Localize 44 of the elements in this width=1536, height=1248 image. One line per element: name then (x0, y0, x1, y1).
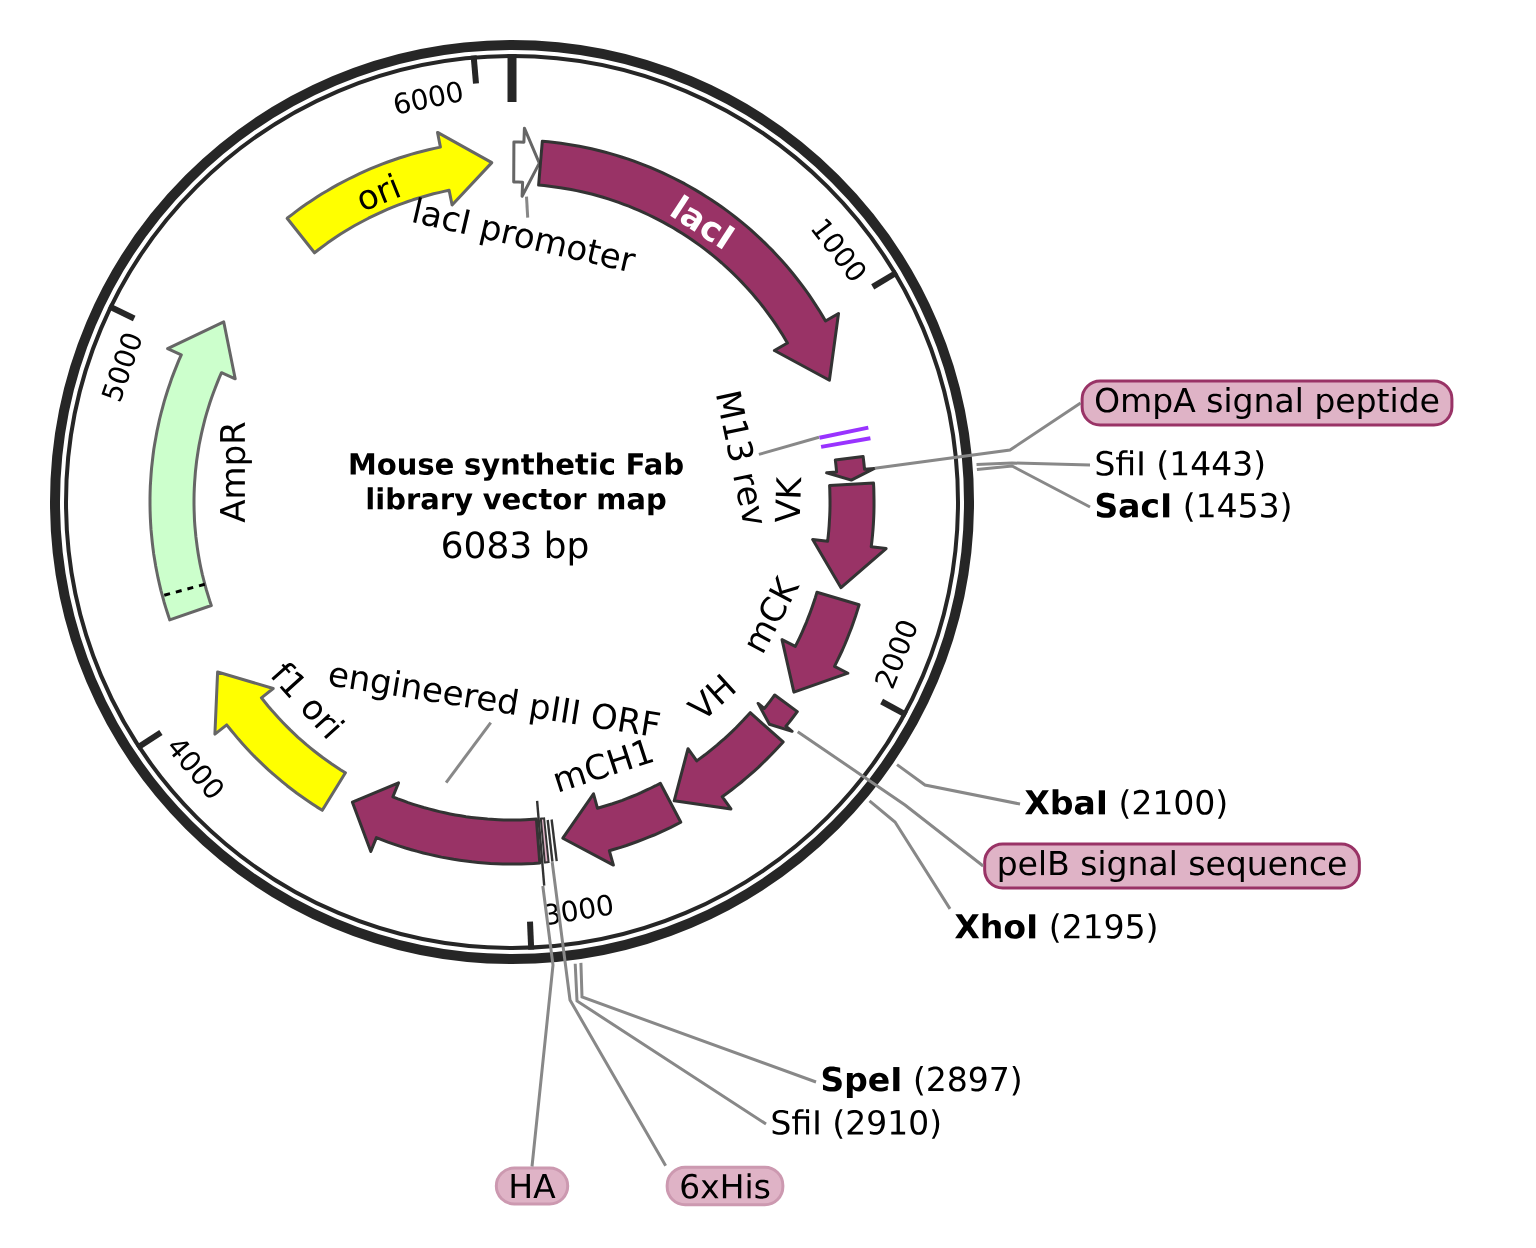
leader-line (796, 730, 985, 868)
site-label: XbaI (2100) (1025, 789, 1226, 819)
feature-tag: 6xHis (665, 1165, 785, 1207)
tick-label: 3000 (544, 894, 612, 925)
feature-segment (512, 126, 541, 198)
leader-line (530, 885, 555, 1167)
leader-line (976, 461, 1091, 467)
feature-mark (546, 819, 558, 862)
feature-label: lacI (670, 194, 736, 250)
feature-mark (535, 800, 550, 886)
feature-label: VH (685, 673, 736, 717)
leader-line (874, 401, 1082, 470)
site-label: SacI (1453) (1096, 492, 1290, 522)
feature-tag: pelB signal sequence (983, 842, 1361, 890)
feature-label: lacI promoter (413, 197, 636, 271)
leader-line (976, 464, 1091, 509)
leader-line (525, 196, 530, 218)
feature-tag: OmpA signal peptide (1080, 379, 1454, 427)
map-title: Mouse synthetic Fab library vector map (350, 452, 683, 516)
tick-label: 6000 (394, 81, 462, 114)
leader-line (896, 763, 1021, 806)
feature-label: VK (774, 476, 802, 523)
site-label: XhoI (2195) (955, 913, 1156, 943)
feature-mark (819, 425, 871, 449)
feature-label: mCK (747, 574, 800, 654)
leader-line (758, 435, 820, 456)
feature-segment (756, 693, 799, 733)
feature-segment (825, 454, 876, 482)
site-label: SfiI (2910) (772, 1109, 940, 1139)
leader-line (550, 861, 667, 1167)
leader-line (573, 963, 767, 1126)
site-label: SfiI (1443) (1096, 450, 1264, 480)
feature-label: M13 rev (716, 391, 763, 524)
feature-label: AmpR (220, 422, 252, 523)
leader-line (444, 721, 492, 784)
tick-label: 2000 (875, 621, 917, 689)
site-label: SpeI (2897) (822, 1066, 1020, 1098)
feature-tag: HA (494, 1166, 570, 1206)
leader-line (579, 962, 817, 1084)
feature-segment (350, 781, 542, 866)
feature-label: ori (359, 172, 401, 210)
leader-line (868, 799, 952, 910)
size-label: 6083 bp (443, 530, 588, 566)
feature-label: mCH1 (554, 739, 654, 792)
